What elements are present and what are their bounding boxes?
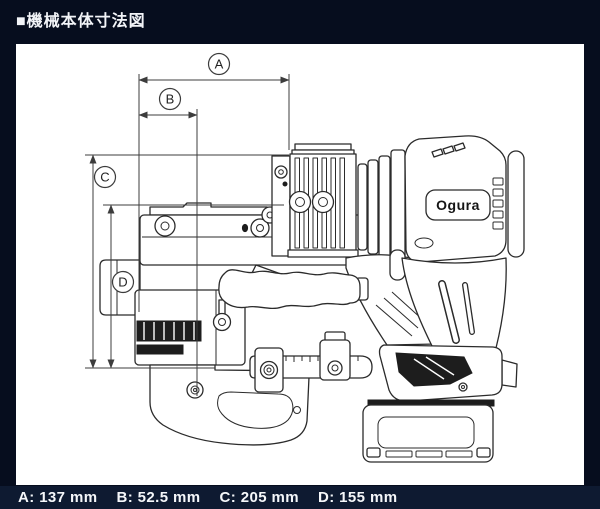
battery-mount [367,344,518,407]
handle-grip [401,257,507,351]
dimension-label-c: C [100,170,109,185]
dimension-value-b: B: 52.5 mm [116,489,201,506]
dimension-label-a: A [215,57,224,72]
front-grip [218,269,369,310]
dimension-annotations: A B C [85,52,290,396]
dimension-diagram: Ogura [85,52,525,463]
punch-frame [134,289,246,366]
brand-logo-text: Ogura [436,197,480,213]
dimension-value-a: A: 137 mm [18,489,98,506]
coupling-rings [357,155,391,259]
page-title: ■機械本体寸法図 [16,13,146,30]
dimension-annotation-d: D [103,204,284,369]
dimension-annotation-b: B [138,87,198,396]
dimension-label-b: B [166,92,175,107]
dimension-value-d: D: 155 mm [317,489,398,506]
battery-pack [362,404,494,463]
diagram-panel: Ogura [16,44,584,485]
dimension-annotation-c: C [85,154,289,369]
cylinder-fins [271,143,359,258]
machine-drawing: Ogura [99,135,525,463]
dimension-label-d: D [118,275,127,290]
motor-housing: Ogura [390,135,525,263]
brand-badge [425,189,491,221]
dimension-annotation-a: A [138,52,290,312]
dimension-values-bar: A: 137 mm B: 52.5 mm C: 205 mm D: 155 mm [0,486,600,509]
battery-latch [395,352,473,387]
dimension-value-c: C: 205 mm [219,489,299,506]
depth-gauge [249,331,373,393]
rear-cap [507,150,525,258]
